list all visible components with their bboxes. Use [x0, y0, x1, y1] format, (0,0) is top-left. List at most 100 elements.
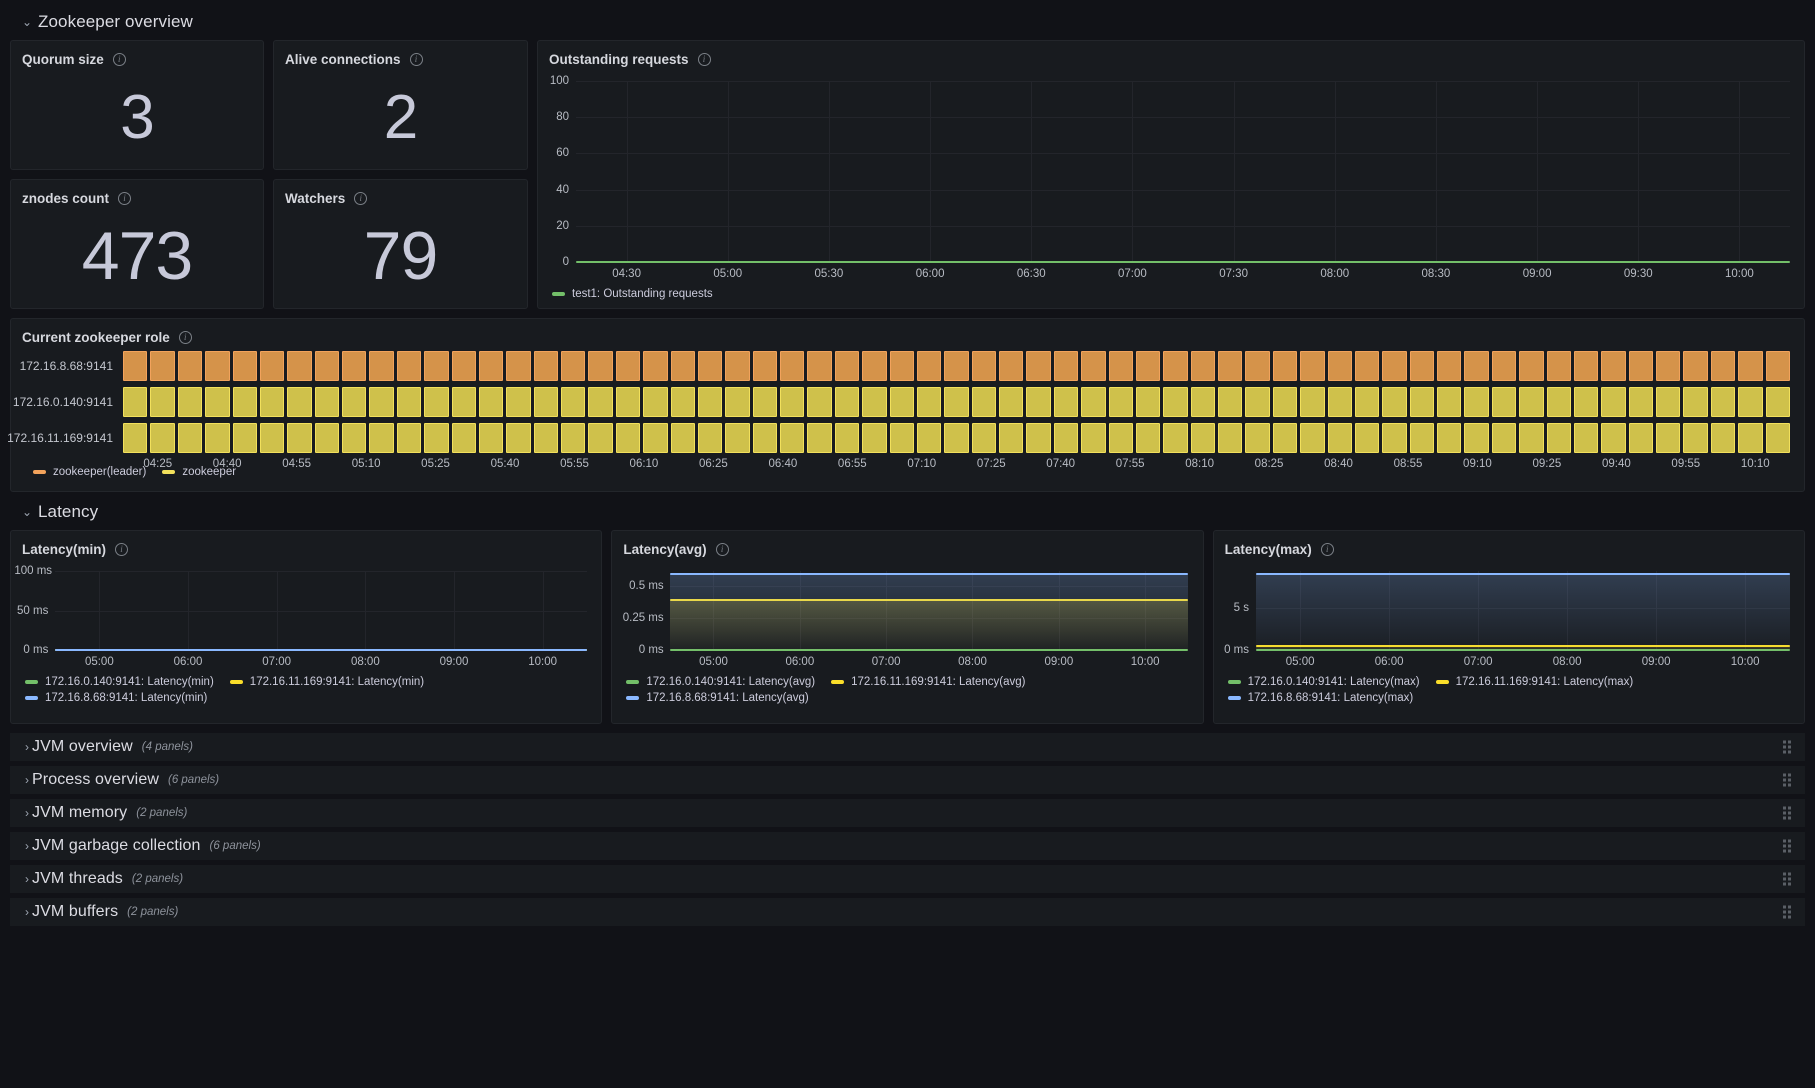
state-timeline-segment[interactable] [1053, 423, 1079, 453]
state-timeline-row[interactable] [123, 423, 1790, 453]
state-timeline-segment[interactable] [807, 351, 832, 381]
state-timeline-segment[interactable] [999, 351, 1024, 381]
state-timeline-segment[interactable] [205, 387, 230, 417]
state-timeline-segment[interactable] [1409, 351, 1434, 381]
state-timeline-segment[interactable] [1053, 351, 1079, 381]
state-timeline-segment[interactable] [615, 423, 641, 453]
state-timeline-segment[interactable] [916, 387, 942, 417]
panel-znodes-count[interactable]: znodes count i 473 [10, 179, 264, 309]
state-timeline-segment[interactable] [1053, 387, 1079, 417]
collapsed-row-6[interactable]: ›JVM buffers(2 panels) [10, 898, 1805, 926]
state-timeline-segment[interactable] [177, 351, 203, 381]
state-timeline-segment[interactable] [1491, 423, 1517, 453]
state-timeline-segment[interactable] [259, 351, 285, 381]
drag-handle-icon[interactable] [1783, 806, 1791, 820]
panel-quorum-size[interactable]: Quorum size i 3 [10, 40, 264, 170]
state-timeline-segment[interactable] [1327, 387, 1352, 417]
state-timeline-segment[interactable] [1108, 423, 1133, 453]
state-timeline-segment[interactable] [506, 387, 531, 417]
state-timeline-segment[interactable] [478, 387, 504, 417]
collapsed-row-4[interactable]: ›JVM garbage collection(6 panels) [10, 832, 1805, 860]
info-icon[interactable]: i [715, 543, 729, 556]
state-timeline-segment[interactable] [232, 387, 257, 417]
state-timeline-segment[interactable] [971, 423, 996, 453]
state-timeline-segment[interactable] [944, 351, 969, 381]
state-timeline-segment[interactable] [1108, 351, 1133, 381]
state-timeline-segment[interactable] [670, 387, 695, 417]
row-header-latency[interactable]: ⌄ Latency [10, 498, 1805, 526]
state-timeline-segment[interactable] [1245, 351, 1270, 381]
state-timeline-segment[interactable] [1108, 387, 1133, 417]
state-timeline-segment[interactable] [561, 423, 586, 453]
panel-alive-connections[interactable]: Alive connections i 2 [273, 40, 528, 170]
state-timeline-segment[interactable] [150, 351, 175, 381]
state-timeline-segment[interactable] [259, 387, 285, 417]
info-icon[interactable]: i [112, 53, 126, 66]
state-timeline-segment[interactable] [807, 387, 832, 417]
state-timeline-segment[interactable] [1683, 387, 1708, 417]
state-timeline-segment[interactable] [1272, 351, 1298, 381]
state-timeline-segment[interactable] [1601, 423, 1626, 453]
state-timeline-segment[interactable] [506, 351, 531, 381]
state-timeline-segment[interactable] [1601, 351, 1626, 381]
state-timeline-segment[interactable] [1683, 351, 1708, 381]
state-timeline-segment[interactable] [123, 423, 148, 453]
state-timeline-segment[interactable] [259, 423, 285, 453]
state-timeline-segment[interactable] [1327, 351, 1352, 381]
drag-handle-icon[interactable] [1783, 905, 1791, 919]
state-timeline-segment[interactable] [451, 423, 476, 453]
state-timeline-segment[interactable] [287, 387, 312, 417]
state-timeline-segment[interactable] [1218, 423, 1243, 453]
state-timeline-segment[interactable] [752, 387, 777, 417]
state-timeline-segment[interactable] [424, 423, 449, 453]
state-timeline-segment[interactable] [150, 387, 175, 417]
state-timeline-segment[interactable] [1354, 387, 1380, 417]
state-timeline-segment[interactable] [1300, 423, 1325, 453]
state-timeline-segment[interactable] [1437, 423, 1462, 453]
state-timeline-segment[interactable] [369, 423, 394, 453]
state-timeline-segment[interactable] [1409, 423, 1434, 453]
drag-handle-icon[interactable] [1783, 773, 1791, 787]
state-timeline-segment[interactable] [1464, 423, 1489, 453]
state-timeline-segment[interactable] [1135, 423, 1161, 453]
state-timeline-segment[interactable] [752, 351, 777, 381]
state-timeline-segment[interactable] [670, 351, 695, 381]
state-timeline-segment[interactable] [999, 423, 1024, 453]
state-timeline-segment[interactable] [999, 387, 1024, 417]
state-timeline-segment[interactable] [1765, 351, 1790, 381]
state-timeline-segment[interactable] [205, 351, 230, 381]
state-timeline-segment[interactable] [971, 387, 996, 417]
state-timeline-segment[interactable] [697, 351, 723, 381]
state-timeline-segment[interactable] [944, 387, 969, 417]
state-timeline-segment[interactable] [1546, 423, 1571, 453]
state-timeline-row[interactable] [123, 351, 1790, 381]
state-timeline-segment[interactable] [670, 423, 695, 453]
state-timeline-segment[interactable] [1738, 423, 1763, 453]
info-icon[interactable]: i [697, 53, 711, 66]
state-timeline-segment[interactable] [643, 351, 668, 381]
state-timeline-segment[interactable] [916, 351, 942, 381]
state-timeline-segment[interactable] [1300, 387, 1325, 417]
state-timeline-segment[interactable] [1628, 423, 1653, 453]
state-timeline-segment[interactable] [478, 423, 504, 453]
state-timeline-segment[interactable] [533, 423, 558, 453]
state-timeline-segment[interactable] [697, 423, 723, 453]
info-icon[interactable]: i [409, 53, 423, 66]
state-timeline-segment[interactable] [561, 387, 586, 417]
collapsed-row-1[interactable]: ›JVM overview(4 panels) [10, 733, 1805, 761]
info-icon[interactable]: i [1320, 543, 1334, 556]
collapsed-row-5[interactable]: ›JVM threads(2 panels) [10, 865, 1805, 893]
state-timeline-segment[interactable] [1135, 387, 1161, 417]
state-timeline-segment[interactable] [1300, 351, 1325, 381]
state-timeline-segment[interactable] [451, 351, 476, 381]
panel-current-zookeeper-role[interactable]: Current zookeeper role i 172.16.8.68:914… [7, 318, 1805, 492]
drag-handle-icon[interactable] [1783, 740, 1791, 754]
state-timeline-segment[interactable] [697, 387, 723, 417]
state-timeline-segment[interactable] [889, 387, 914, 417]
state-timeline-segment[interactable] [1382, 423, 1407, 453]
row-header-zookeeper-overview[interactable]: ⌄ Zookeeper overview [10, 8, 1805, 36]
state-timeline-segment[interactable] [314, 351, 339, 381]
state-timeline-segment[interactable] [780, 423, 805, 453]
state-timeline-segment[interactable] [369, 351, 394, 381]
state-timeline-segment[interactable] [889, 351, 914, 381]
